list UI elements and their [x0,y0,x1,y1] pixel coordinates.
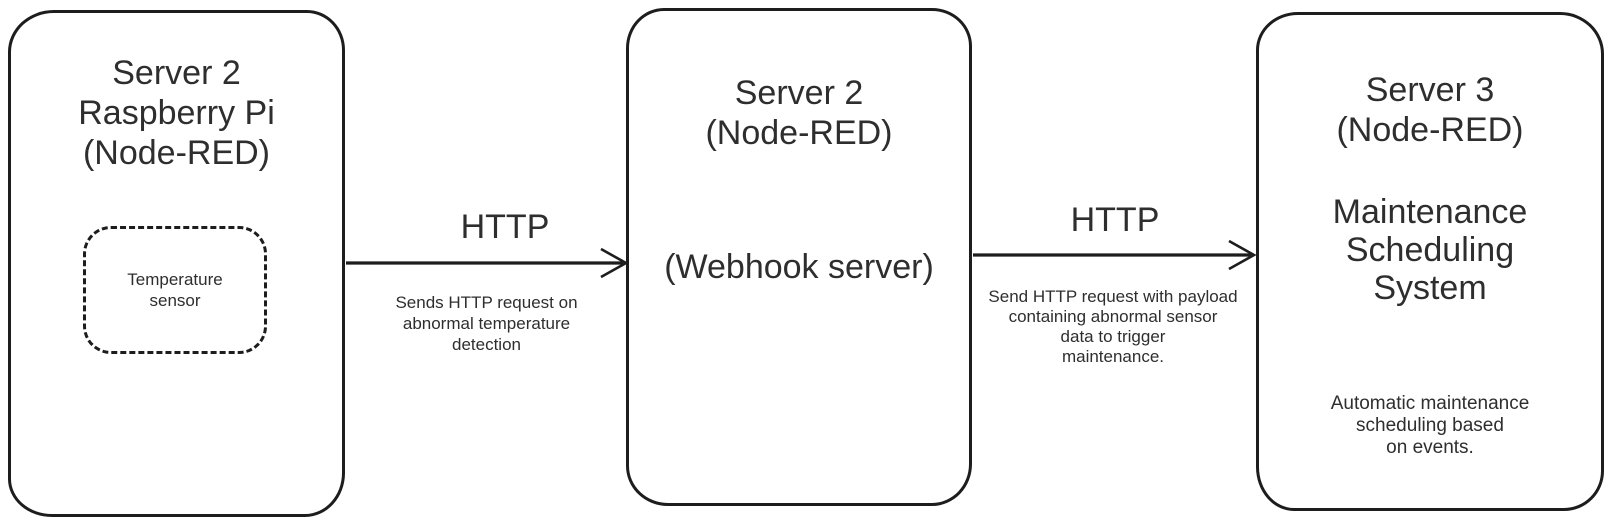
node-server2-webhook: Server 2 (Node-RED) (Webhook server) [626,8,972,506]
maintenance-system-label: Maintenance Scheduling System [1332,193,1528,307]
temperature-sensor-label: Temperature sensor [127,270,223,310]
node-server3-maintenance: Server 3 (Node-RED) Maintenance Scheduli… [1256,12,1604,511]
http-arrow-1-icon [346,247,629,279]
edge-description-2: Send HTTP request with payload containin… [988,287,1238,366]
http-arrow-2-icon [973,239,1257,271]
edge-label-http-1: HTTP [460,208,550,246]
node-description: Automatic maintenance scheduling based o… [1330,393,1530,458]
webhook-server-label: (Webhook server) [664,248,934,286]
edge-label-http-2: HTTP [1070,201,1160,239]
temperature-sensor-box: Temperature sensor [83,226,267,354]
edge-description-1: Sends HTTP request on abnormal temperatu… [395,293,578,354]
node-title: Server 3 (Node-RED) [1336,71,1524,149]
node-title: Server 2 (Node-RED) [705,74,893,152]
node-title: Server 2 Raspberry Pi (Node-RED) [78,54,275,172]
node-server2-raspberry-pi: Server 2 Raspberry Pi (Node-RED) Tempera… [8,10,345,517]
